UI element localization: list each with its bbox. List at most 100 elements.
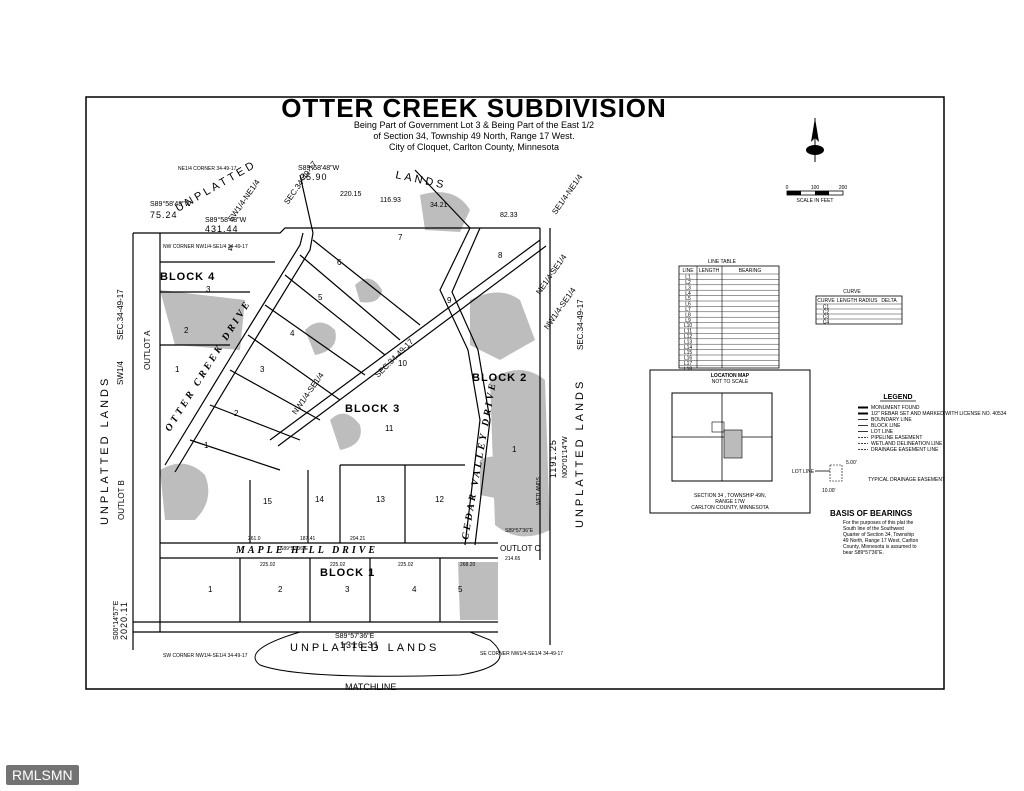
basis-line: 49 North, Range 17 West, Carlton (843, 538, 918, 544)
line-table-row: L7 (685, 307, 691, 313)
curve-table-header: LENGTH (837, 298, 858, 304)
unplatted-east: UNPLATTED LANDS (574, 379, 586, 528)
lot-number: 5 (458, 585, 463, 594)
legend-dim-a: 5.00' (846, 460, 857, 466)
outlot-c-label: OUTLOT C (500, 544, 541, 553)
basis-line: South line of the Southwest (843, 526, 904, 532)
legend-item: LOT LINE (871, 429, 894, 435)
dimension-label: S00°14'57"E (112, 600, 120, 640)
dimension-label: 268.20 (460, 562, 476, 568)
line-table-rows: L1L2L3L4L5L6L7L8L9L10L11L12L13L14L15L16L… (679, 273, 779, 372)
unplatted-south: UNPLATTED LANDS (290, 642, 439, 654)
dimension-label: S89°58'48"W (205, 216, 247, 224)
curve-table-row: C2 (823, 309, 830, 315)
location-map-caption: SECTION 34 , TOWNSHIP 49N, (694, 493, 766, 499)
basis-line: bear S89°57'36"E. (843, 550, 884, 556)
curve-table-row: C3 (823, 314, 830, 320)
outlot-a-label: OUTLOT A (143, 330, 152, 370)
basis-title: BASIS OF BEARINGS (830, 509, 913, 518)
line-table-row: L18 (684, 366, 693, 372)
line-table-row: L1 (685, 275, 691, 281)
unplatted-west: UNPLATTED LANDS (99, 376, 111, 525)
subtitle-line-1: Being Part of Government Lot 3 & Being P… (354, 120, 594, 130)
line-table-row: L17 (684, 361, 693, 367)
curve-table-title: CURVE (843, 289, 861, 295)
lot-number: 7 (398, 233, 403, 242)
lot-number: 4 (290, 329, 295, 338)
legend-item: DRAINAGE EASEMENT LINE (871, 447, 939, 453)
section-label: SW1/4 (116, 360, 125, 385)
location-map-title: LOCATION MAP (711, 373, 750, 379)
line-table-row: L13 (684, 339, 693, 345)
scale-tick-100: 100 (811, 185, 820, 191)
dimension-label: 75.24 (150, 210, 178, 220)
dimension-label: 261.0 (248, 536, 261, 542)
curve-table-header: DELTA (881, 298, 897, 304)
lot-number: 1 (204, 441, 209, 450)
line-table-row: L14 (684, 345, 693, 351)
line-table-row: L3 (685, 285, 691, 291)
lot-number: 3 (206, 285, 211, 294)
location-map-caption: CARLTON COUNTY, MINNESOTA (691, 505, 769, 511)
dimension-label: 187.41 (300, 536, 316, 542)
lot-number: 3 (345, 585, 350, 594)
dimension-label: 431.44 (205, 224, 239, 234)
dimension-label: 225.02 (330, 562, 346, 568)
dimension-label: 82.33 (500, 212, 518, 219)
lot-number: 14 (315, 495, 324, 504)
map-title: OTTER CREEK SUBDIVISION (281, 93, 667, 123)
block-1-label: BLOCK 1 (320, 567, 375, 579)
matchline-boundary (254, 631, 501, 677)
dimension-label: S89°57'36"E (505, 528, 534, 534)
legend-item: BOUNDARY LINE (871, 417, 912, 423)
dimension-label: N00°01'14"W (561, 436, 569, 478)
matchline-label: MATCHLINE (345, 682, 396, 692)
lot-number: 5 (318, 293, 323, 302)
north-arrow-icon (806, 118, 824, 162)
legend-typical: TYPICAL DRAINAGE EASEMENT (868, 477, 945, 483)
legend-item: 1/2" REBAR SET AND MARKED WITH LICENSE N… (871, 411, 1007, 417)
line-table-row: L4 (685, 291, 691, 297)
section-label: SEC.34-49-17 (116, 289, 125, 340)
lot-number: 1 (208, 585, 213, 594)
line-table-row: L6 (685, 302, 691, 308)
corner-note: SW CORNER NW1/4-SE1/4 34-49-17 (163, 653, 248, 659)
dimension-label: 220.15 (340, 191, 362, 198)
block-4-label: BLOCK 4 (160, 271, 215, 283)
line-table-row: L5 (685, 296, 691, 302)
block-3-label: BLOCK 3 (345, 403, 400, 415)
corner-note: NW CORNER NW1/4-SE1/4 34-49-17 (163, 244, 248, 250)
location-map-subtitle: NOT TO SCALE (712, 379, 749, 385)
dimension-label: 204.21 (350, 536, 366, 542)
legend-dim-b: 10.00' (822, 488, 836, 494)
dimension-label: 1191.25 (548, 439, 558, 478)
basis-line: Quarter of Section 34, Township (843, 532, 914, 538)
outlot-b-label: OUTLOT B (117, 480, 126, 520)
dimension-label: 116.93 (380, 197, 401, 204)
line-table-row: L11 (684, 329, 692, 335)
location-map-caption: RANGE 17W (715, 499, 745, 505)
scale-tick-200: 200 (839, 185, 848, 191)
curve-table-row: C4 (823, 319, 830, 325)
line-table-row: L2 (685, 280, 691, 286)
dimension-label: 34.21 (430, 202, 448, 209)
block-2-label: BLOCK 2 (472, 372, 527, 384)
line-table-row: L8 (685, 312, 691, 318)
lot-number: 13 (376, 495, 385, 504)
subtitle-line-2: of Section 34, Township 49 North, Range … (373, 131, 574, 141)
line-table-header: LINE (682, 268, 694, 274)
legend-item: BLOCK LINE (871, 423, 901, 429)
dimension-label: 225.02 (260, 562, 276, 568)
line-table-header: LENGTH (699, 268, 720, 274)
dimension-label: 214.65 (505, 556, 521, 562)
parcel-lines (132, 169, 551, 650)
line-table-row: L9 (685, 318, 691, 324)
lot-number: 9 (447, 296, 452, 305)
wetland-areas (160, 192, 550, 620)
location-map: LOCATION MAP NOT TO SCALE SECTION 34 , T… (649, 369, 811, 514)
basis-line: For the purposes of this plat the (843, 520, 914, 526)
lot-number: 1 (512, 445, 517, 454)
